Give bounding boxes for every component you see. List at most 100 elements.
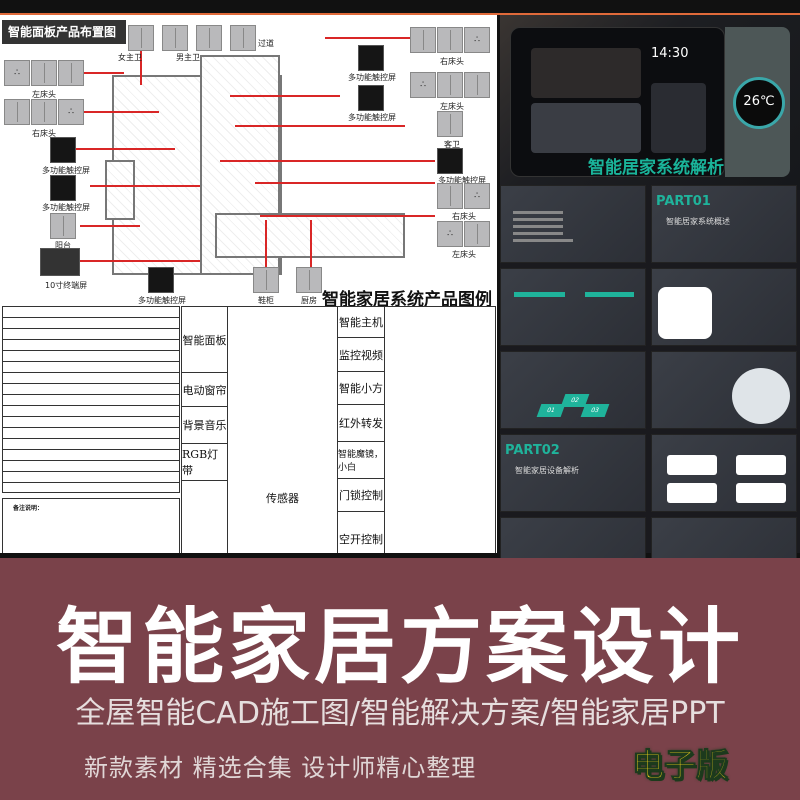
switch-panel [31,99,57,125]
touch-screen [358,85,384,111]
wire [84,72,124,74]
room-label: 多功能触控屏 [438,176,486,185]
cad-title: 智能面板产品布置图 [2,20,126,44]
room-photo [732,368,790,424]
switch-panel [464,72,490,98]
wire [84,111,159,113]
slide-definition [500,268,646,346]
slide-contents [500,185,646,263]
banner-title: 智能家居方案设计 [55,600,744,695]
room-label: 左床头 [440,102,464,111]
wire [80,260,200,262]
legend-category: 智能小方 [337,371,385,405]
thermostat: 26℃ [733,77,785,129]
legend-table [2,306,180,493]
room-label: 多功能触控屏 [348,73,396,82]
room-label: 左床头 [452,250,476,259]
socket-panel: ∴ [464,27,490,53]
room-label: 厨房 [301,296,317,305]
legend-title: 智能家居系统产品图例 [322,290,492,310]
legend-category: 背景音乐 [181,406,228,444]
wire [325,37,410,39]
wire [230,95,340,97]
wire [260,215,435,217]
wire [140,50,142,85]
switch-panel [437,72,463,98]
socket-panel: ∴ [58,99,84,125]
house-illustration [658,287,712,339]
room-label: 多功能触控屏 [348,113,396,122]
touch-screen [437,148,463,174]
room-label: 鞋柜 [258,296,274,305]
touch-screen [50,175,76,201]
legend-category: 智能面板 [181,306,228,373]
top-divider [0,13,800,15]
floor-plan [105,160,135,220]
switch-panel [464,221,490,247]
legend-category: 门锁控制 [337,478,385,512]
room-preview [531,48,641,98]
switch-panel [296,267,322,293]
slide-part02: PART02 智能家居设备解析 [500,434,646,512]
switch-panel [58,60,84,86]
legend-category: RGB灯带 [181,443,228,481]
touch-screen [358,45,384,71]
edition-badge: 电子版 [631,746,729,785]
legend-category: 智能主机 [337,306,385,338]
legend-diagram-column: 传感器 [227,306,338,553]
touch-screen [148,267,174,293]
room-label: 左床头 [32,90,56,99]
ppt-preview-panel: 14:30 26℃ 智能居家系统解析 PART01 智能居家系统概述 01 02… [500,15,800,595]
room-label: 多功能触控屏 [42,166,90,175]
legend-diagram-column [384,306,496,553]
hero-title: 智能居家系统解析 [588,158,724,178]
room-label: 多功能触控屏 [138,296,186,305]
socket-panel: ∴ [4,60,30,86]
wire [235,125,405,127]
legend-sensor: 传感器 [266,492,299,505]
switch-panel [196,25,222,51]
switch-panel [50,213,76,239]
legend-category: 智能魔镜，小白 [337,441,385,479]
socket-panel: ∴ [464,183,490,209]
room-label: 10寸终端屏 [45,281,88,290]
room-label: 右床头 [32,129,56,138]
notes-title: 备注说明： [13,505,44,512]
media-cards [651,83,706,153]
slide-trends: 01 02 03 [500,351,646,429]
diamond-03: 03 [580,404,610,417]
wire [80,225,140,227]
promo-banner: 智能家居方案设计 全屋智能CAD施工图/智能解决方案/智能家居PPT 新款素材 … [0,558,800,800]
part-heading: PART01 [656,194,711,209]
legend-category [181,480,228,553]
legend-notes: 备注说明： [2,498,180,553]
terminal-screen [40,248,80,276]
switch-panel [253,267,279,293]
wire [265,220,267,275]
wire [90,185,200,187]
switch-panel [437,27,463,53]
slide-market [651,268,797,346]
room-label: 右床头 [440,57,464,66]
wire [255,182,435,184]
room-label: 女主卫 [118,53,142,62]
part-heading: PART02 [505,443,560,458]
legend-category: 空开控制 [337,511,385,553]
slide-scenarios [651,351,797,429]
legend-category: 监控视频 [337,337,385,372]
switch-panel [230,25,256,51]
switch-panel [162,25,188,51]
room-label: 过道 [258,39,274,48]
switch-panel [410,27,436,53]
part-subtitle: 智能家居设备解析 [515,466,579,475]
switch-panel [4,99,30,125]
switch-panel [31,60,57,86]
touch-screen [50,137,76,163]
room-label: 多功能触控屏 [42,203,90,212]
slide-devices [651,434,797,512]
socket-panel: ∴ [437,221,463,247]
switch-panel [437,183,463,209]
room-label: 阳台 [55,241,71,250]
smart-home-tablet: 14:30 [510,27,725,177]
room-label: 客卫 [444,140,460,149]
